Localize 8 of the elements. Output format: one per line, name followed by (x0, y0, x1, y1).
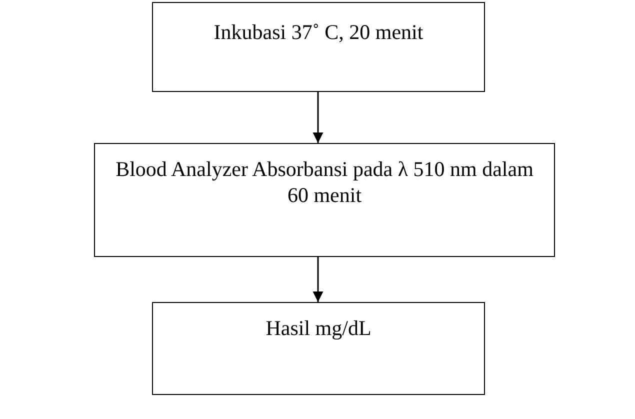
arrow (312, 257, 324, 302)
box-text: Inkubasi 37˚ C, 20 menit (214, 19, 424, 45)
process-box (152, 302, 485, 395)
box-text: Blood Analyzer Absorbansi pada λ 510 nm dalam 60 menit (114, 156, 534, 208)
process-box (94, 143, 555, 257)
box-text: Hasil mg/dL (266, 315, 372, 341)
process-box (152, 2, 485, 92)
arrow (312, 92, 324, 143)
